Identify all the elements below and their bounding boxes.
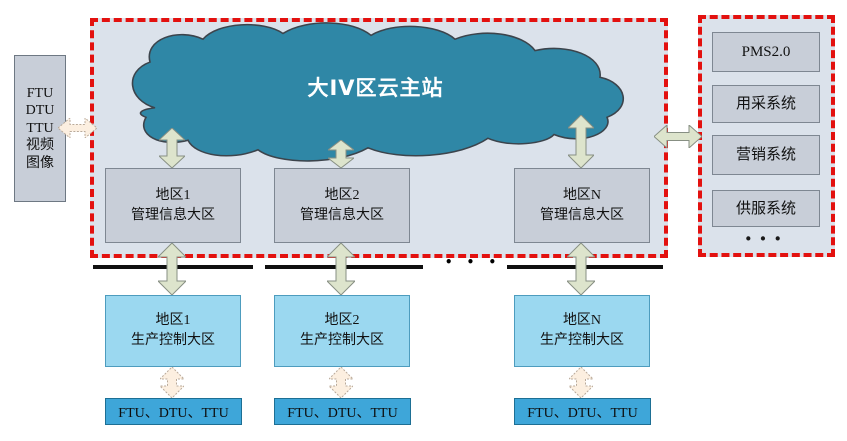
- region-name: 地区2: [324, 187, 360, 203]
- system-box-marketing: 营销系统: [712, 135, 820, 175]
- zone-name: 生产控制大区: [131, 333, 215, 348]
- region-name: 地区1: [155, 313, 191, 328]
- cloud-title: 大IV区云主站: [307, 76, 444, 100]
- region1-production-box: 地区1 生产控制大区: [105, 295, 241, 367]
- external-systems-ellipsis: ···: [743, 224, 788, 253]
- terminals-label: FTU、DTU、TTU: [287, 405, 398, 421]
- device-label: TTU: [26, 120, 54, 136]
- zone-name: 管理信息大区: [540, 207, 624, 223]
- region2-terminals-box: FTU、DTU、TTU: [274, 398, 411, 425]
- regionN-terminals-box: FTU、DTU、TTU: [514, 398, 651, 425]
- system-box-metering: 用采系统: [712, 85, 820, 123]
- device-label: FTU: [26, 85, 54, 101]
- regionN-mgmt-to-prod-arrow-icon: [567, 243, 595, 295]
- cloud-to-regionN-arrow-icon: [568, 115, 594, 168]
- device-label: 视频: [26, 138, 54, 154]
- region1-terminals-box: FTU、DTU、TTU: [105, 398, 242, 425]
- region-name: 地区N: [562, 187, 602, 203]
- region1-prod-to-terminals-arrow-icon: [160, 367, 184, 398]
- system-box-pms: PMS2.0: [712, 32, 820, 72]
- region2-management-box: 地区2 管理信息大区: [274, 168, 410, 243]
- zone-name: 管理信息大区: [131, 207, 215, 223]
- region-name: 地区2: [324, 313, 360, 328]
- system-label: 供服系统: [735, 200, 796, 217]
- terminals-label: FTU、DTU、TTU: [527, 405, 638, 421]
- terminals-label: FTU、DTU、TTU: [118, 405, 229, 421]
- regionN-management-box: 地区N 管理信息大区: [514, 168, 650, 243]
- region2-prod-to-terminals-arrow-icon: [329, 367, 353, 398]
- zone-name: 生产控制大区: [540, 333, 624, 348]
- zone-to-external-systems-arrow-icon: [654, 125, 702, 148]
- cloud-to-region1-arrow-icon: [159, 128, 185, 168]
- system-box-service: 供服系统: [712, 190, 820, 227]
- region-name: 地区N: [562, 313, 602, 328]
- region1-mgmt-to-prod-arrow-icon: [158, 243, 186, 295]
- zone-name: 生产控制大区: [300, 333, 384, 348]
- devices-to-zone-arrow-icon: [58, 118, 97, 138]
- regionN-prod-to-terminals-arrow-icon: [569, 367, 593, 398]
- system-label: 营销系统: [735, 147, 796, 163]
- system-label: PMS2.0: [741, 44, 791, 60]
- region2-mgmt-to-prod-arrow-icon: [327, 243, 355, 295]
- region1-management-box: 地区1 管理信息大区: [105, 168, 241, 243]
- zone-name: 管理信息大区: [300, 207, 384, 223]
- cloud-shape: [131, 22, 625, 162]
- region2-production-box: 地区2 生产控制大区: [274, 295, 410, 367]
- cloud-to-region2-arrow-icon: [328, 140, 354, 168]
- region-name: 地区1: [155, 187, 191, 203]
- regionN-production-box: 地区N 生产控制大区: [514, 295, 650, 367]
- device-label: 图像: [26, 155, 54, 171]
- system-label: 用采系统: [735, 96, 796, 112]
- device-label: DTU: [25, 103, 55, 119]
- columns-ellipsis: • • •: [444, 255, 502, 269]
- field-devices-box: FTU DTU TTU 视频 图像: [14, 55, 66, 202]
